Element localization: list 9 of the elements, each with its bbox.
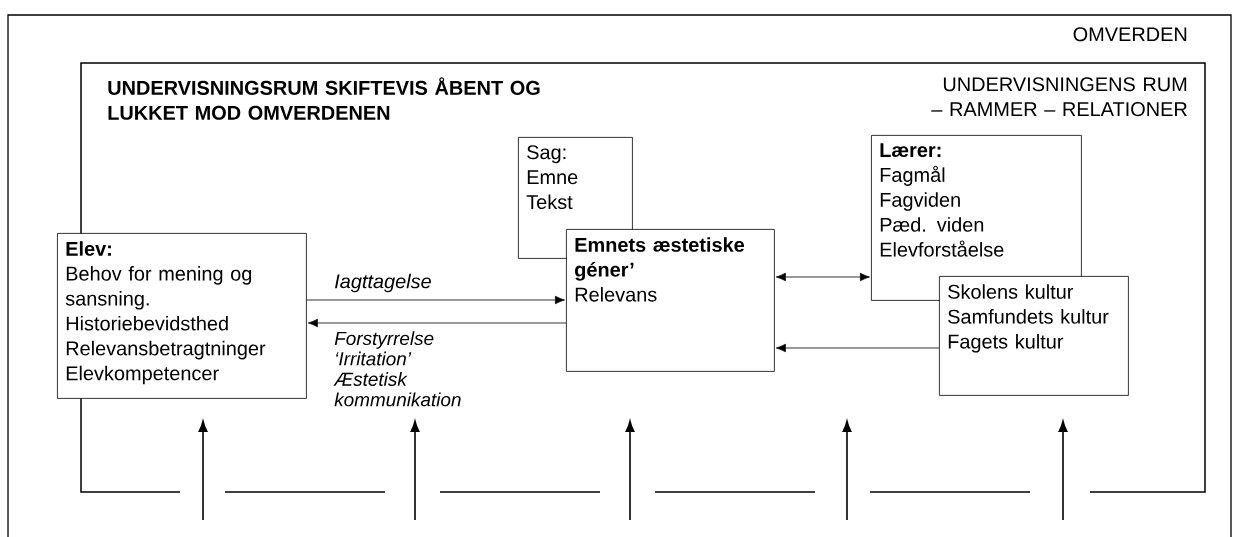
- text-box: Elev: Behov for mening og sansning. Historiebevidsthed Relevansbetragtninger Elevkompetencer: [57, 233, 307, 399]
- edge-label: Iagttagelse: [333, 272, 433, 294]
- edge-label: Forstyrrelse ‘Irritation’ Æstetisk kommunikation: [333, 330, 486, 408]
- arrow: [306, 295, 565, 305]
- text-box: Emnets æstetiske géner’ Relevans: [566, 229, 775, 372]
- arrow: [775, 272, 870, 282]
- arrow: [307, 318, 567, 328]
- arrow: [775, 343, 940, 353]
- text-box: Skolens kultur Samfundets kultur Fagets kultur: [939, 276, 1129, 396]
